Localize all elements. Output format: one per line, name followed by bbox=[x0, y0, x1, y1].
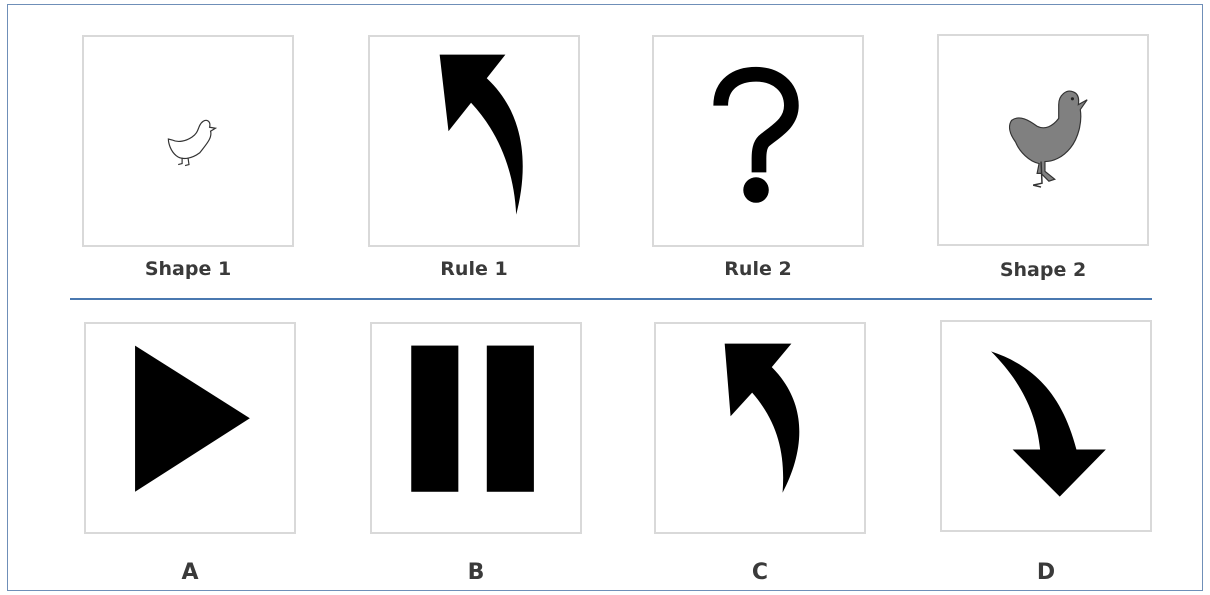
shape-2-label: Shape 2 bbox=[937, 259, 1149, 281]
option-c-curved-up-left-arrow-icon bbox=[656, 324, 864, 532]
gray-duck-icon bbox=[939, 36, 1147, 244]
rule-2-tile bbox=[652, 35, 864, 247]
option-a-tile[interactable] bbox=[84, 322, 296, 534]
row-divider bbox=[70, 298, 1152, 300]
rule-1-tile bbox=[368, 35, 580, 247]
option-a-label: A bbox=[84, 560, 296, 585]
shape-1-label: Shape 1 bbox=[82, 258, 294, 280]
rule-2-label: Rule 2 bbox=[652, 258, 864, 280]
right-triangle-play-icon bbox=[86, 324, 294, 532]
question-mark-icon bbox=[654, 37, 862, 245]
rule-1-label: Rule 1 bbox=[368, 258, 580, 280]
curved-down-arrow-icon bbox=[942, 322, 1150, 530]
option-b-tile[interactable] bbox=[370, 322, 582, 534]
option-c-tile[interactable] bbox=[654, 322, 866, 534]
option-d-tile[interactable] bbox=[940, 320, 1152, 532]
small-outline-duck-icon bbox=[84, 37, 292, 245]
pause-bars-icon bbox=[372, 324, 580, 532]
rule-1-curved-up-left-arrow-icon bbox=[370, 37, 578, 245]
shape-1-tile bbox=[82, 35, 294, 247]
option-d-label: D bbox=[940, 560, 1152, 585]
shape-2-tile bbox=[937, 34, 1149, 246]
option-b-label: B bbox=[370, 560, 582, 585]
option-c-label: C bbox=[654, 560, 866, 585]
